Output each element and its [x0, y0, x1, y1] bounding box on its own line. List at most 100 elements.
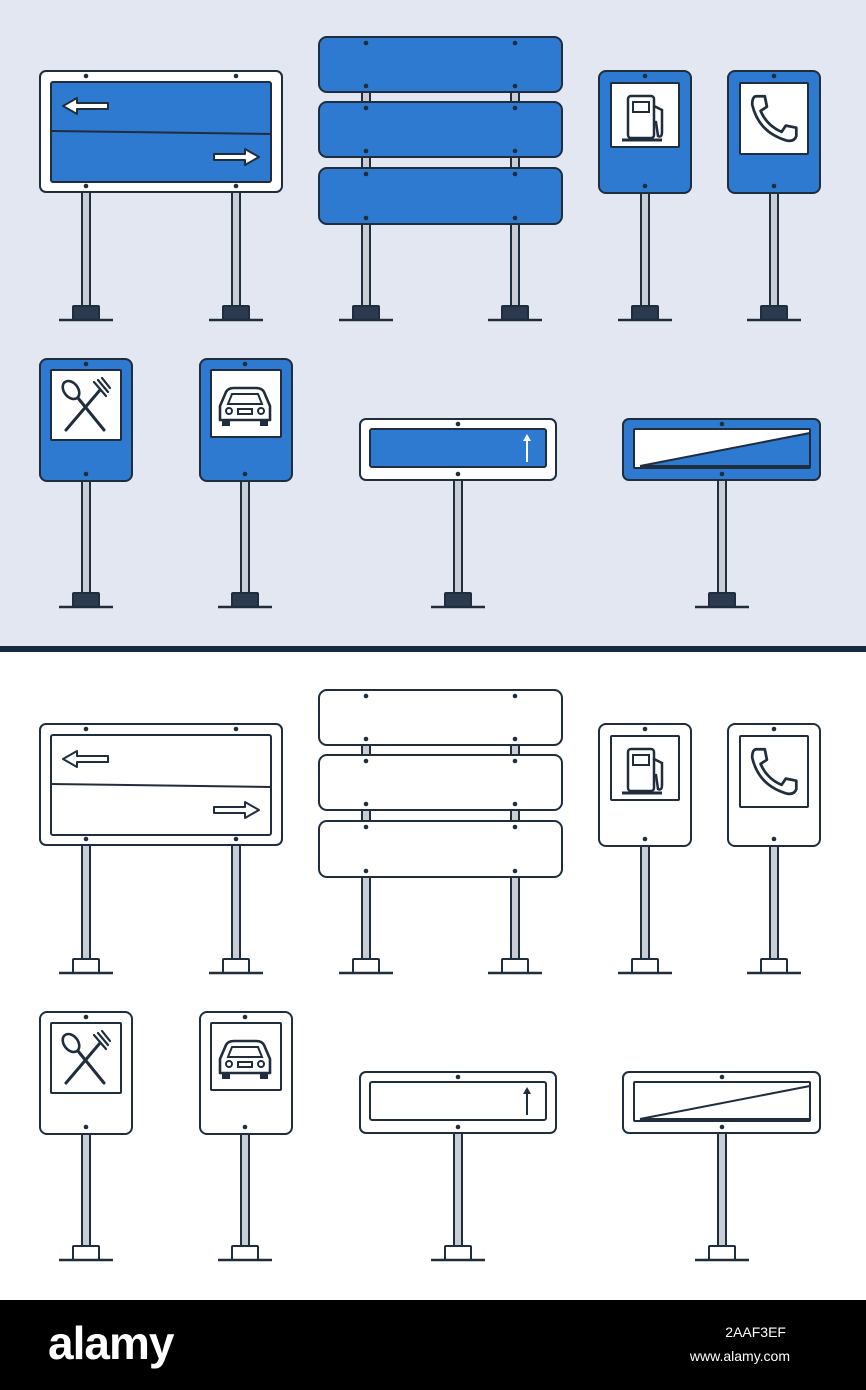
- sign-post: [431, 477, 485, 609]
- pole: [453, 1130, 463, 1247]
- bolt: [83, 361, 89, 367]
- bolt: [363, 105, 369, 111]
- bolt: [512, 801, 518, 807]
- car-grille: [237, 408, 253, 415]
- fork-spoon-icon: [61, 376, 112, 432]
- bolt: [83, 73, 89, 79]
- colored-signs-group: [39, 36, 821, 609]
- fork-tines: [92, 1029, 112, 1051]
- bolt: [512, 40, 518, 46]
- pole-base: [444, 592, 472, 608]
- bolt: [242, 1014, 248, 1020]
- bolt: [512, 868, 518, 874]
- pole-base: [760, 305, 788, 321]
- car-grille: [237, 1061, 253, 1068]
- pole: [240, 477, 250, 594]
- arrow-up-icon: [523, 434, 531, 462]
- arrow-head: [523, 434, 531, 441]
- pole-base: [631, 305, 659, 321]
- bolt: [242, 471, 248, 477]
- sign-post: [59, 189, 113, 322]
- stacked-plank: [318, 101, 563, 158]
- diagonal-bar: [639, 431, 811, 467]
- pole-base: [72, 305, 100, 321]
- bolt: [363, 693, 369, 699]
- fork-handle: [64, 388, 102, 432]
- bolt: [512, 171, 518, 177]
- bolt: [771, 183, 777, 189]
- fork-spoon-icon: [61, 1029, 112, 1085]
- pole-base: [222, 305, 250, 321]
- pole: [231, 189, 241, 307]
- arrow-left-icon: [62, 750, 109, 768]
- pole: [640, 189, 650, 307]
- bolt: [512, 148, 518, 154]
- arrow-right-icon: [213, 801, 260, 819]
- pole: [769, 842, 779, 960]
- stacked-plank: [318, 754, 563, 811]
- bolt: [771, 73, 777, 79]
- arrow-left-icon: [62, 97, 109, 115]
- bolt: [83, 1124, 89, 1130]
- bolt: [455, 421, 461, 427]
- bolt: [455, 471, 461, 477]
- pole: [81, 189, 91, 307]
- car-headlight: [225, 1060, 233, 1068]
- handset: [750, 94, 798, 143]
- pole-base: [708, 592, 736, 608]
- stacked-plank: [318, 36, 563, 93]
- bolt: [363, 40, 369, 46]
- bolt: [512, 105, 518, 111]
- arrow-right-icon: [213, 148, 260, 166]
- bolt: [363, 801, 369, 807]
- car-headlight: [257, 1060, 265, 1068]
- footer-bar: alamy 2AAF3EF www.alamy.com: [0, 1300, 866, 1390]
- car-body: [218, 386, 272, 422]
- pole: [231, 842, 241, 960]
- fork-handle: [64, 1041, 102, 1085]
- pump-window: [632, 101, 650, 113]
- spoon-bowl: [61, 1032, 81, 1054]
- pump-hose: [652, 104, 664, 138]
- car-wheel: [222, 1073, 230, 1079]
- car-wheel: [260, 1073, 268, 1079]
- board-divider-line: [50, 783, 272, 788]
- arrow-head: [523, 1087, 531, 1094]
- pole-base: [631, 958, 659, 974]
- pole-base: [72, 1245, 100, 1261]
- fuel-pump-icon: [622, 747, 664, 795]
- car-headlight: [257, 407, 265, 415]
- image-id: 2AAF3EF: [725, 1324, 786, 1340]
- pole-base: [760, 958, 788, 974]
- pole-base: [501, 305, 529, 321]
- car-windshield: [226, 393, 264, 405]
- pole-base: [231, 592, 259, 608]
- pole: [453, 477, 463, 594]
- bolt: [363, 148, 369, 154]
- bolt: [771, 836, 777, 842]
- pump-window: [632, 754, 650, 766]
- street-sign-face: [369, 428, 547, 468]
- pole-base: [352, 958, 380, 974]
- bolt: [642, 73, 648, 79]
- pole-base: [222, 958, 250, 974]
- diagonal-bar: [639, 1084, 811, 1120]
- bolt: [719, 1124, 725, 1130]
- bolt: [771, 726, 777, 732]
- bolt: [363, 736, 369, 742]
- bolt: [719, 1074, 725, 1080]
- spoon-handle: [76, 1049, 106, 1085]
- bolt: [83, 183, 89, 189]
- bolt: [83, 836, 89, 842]
- icon-window: [739, 735, 809, 808]
- pole: [769, 189, 779, 307]
- site-url: www.alamy.com: [689, 1348, 790, 1364]
- car-headlight: [225, 407, 233, 415]
- bolt: [642, 836, 648, 842]
- pole-base: [231, 1245, 259, 1261]
- bolt: [512, 693, 518, 699]
- bolt: [642, 726, 648, 732]
- bolt: [83, 1014, 89, 1020]
- pole: [81, 842, 91, 960]
